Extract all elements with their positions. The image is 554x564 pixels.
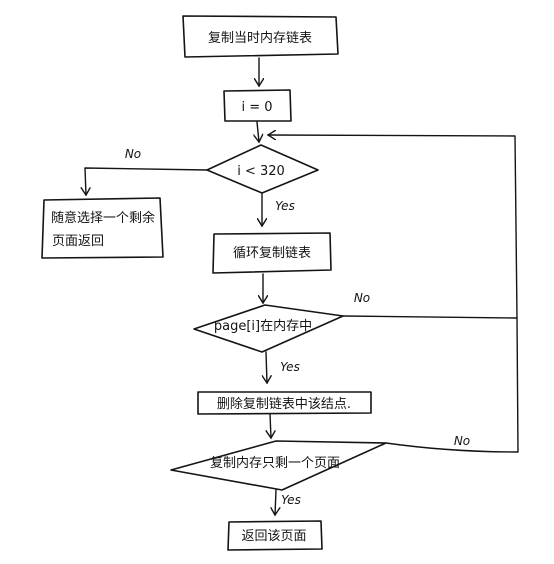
process-init-i-label: i = 0 (241, 100, 272, 115)
edge-delete-to-cond-one-left (270, 413, 271, 438)
decision-page-in-memory-label: page[i]在内存中 (214, 318, 312, 334)
process-return-page: 返回该页面 (227, 520, 323, 551)
decision-i-less-than-320: i < 320 (206, 144, 319, 194)
edge-cond-page-yes (266, 351, 267, 383)
edge-label-yes-cond-one-left: Yes (281, 493, 301, 507)
process-delete-node-label: 删除复制链表中该结点. (217, 397, 351, 412)
process-delete-node: 删除复制链表中该结点. (197, 391, 372, 415)
edge-label-yes-cond-i: Yes (275, 199, 295, 213)
decision-one-page-left-label: 复制内存只剩一个页面 (210, 455, 340, 471)
decision-one-page-left: 复制内存只剩一个页面 (170, 440, 387, 491)
edge-cond-i-no (85, 167, 208, 195)
process-loop-copy-list: 循环复制链表 (212, 232, 332, 274)
edge-init-to-cond-i (257, 121, 259, 142)
process-random-pick-line1: 随意选择一个剩余 (51, 210, 155, 226)
edge-label-no-cond-i: No (125, 147, 141, 161)
edge-label-yes-cond-page: Yes (280, 360, 300, 374)
edge-cond-one-left-yes (275, 489, 276, 515)
process-copy-memory-list-label: 复制当时内存链表 (208, 30, 312, 46)
decision-page-in-memory: page[i]在内存中 (193, 304, 344, 353)
process-loop-copy-list-label: 循环复制链表 (233, 246, 311, 261)
process-copy-memory-list: 复制当时内存链表 (182, 15, 339, 58)
edge-label-no-cond-page: No (354, 291, 370, 305)
edge-cond-one-left-no-loop (268, 135, 519, 453)
edge-cond-page-no (342, 315, 518, 319)
process-random-pick-line2: 页面返回 (52, 234, 104, 249)
edge-label-no-cond-one-left: No (454, 434, 470, 448)
process-init-i: i = 0 (223, 89, 292, 122)
process-random-pick-page: 随意选择一个剩余 页面返回 (41, 197, 164, 259)
decision-i-less-than-320-label: i < 320 (237, 164, 285, 179)
process-return-page-label: 返回该页面 (241, 529, 306, 544)
